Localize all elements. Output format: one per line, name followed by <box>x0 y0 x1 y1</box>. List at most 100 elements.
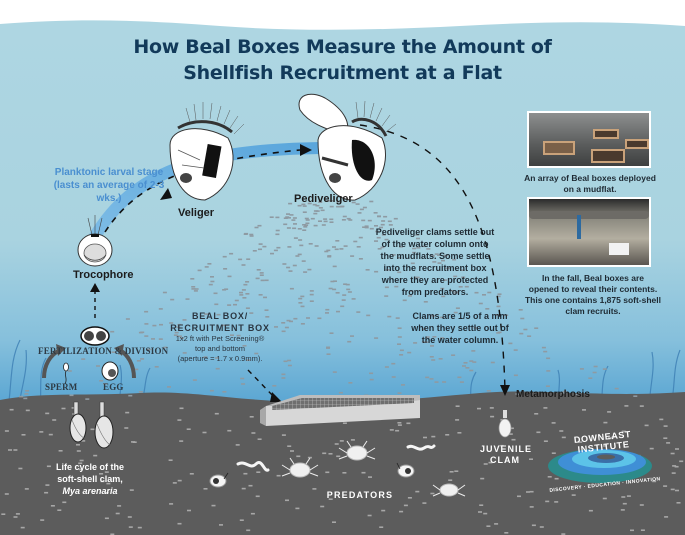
larva-speck <box>342 215 347 218</box>
mud-speck <box>551 422 556 424</box>
larva-speck <box>323 220 328 223</box>
larva-speck <box>313 224 318 227</box>
larva-speck <box>192 379 197 381</box>
mud-speck <box>76 450 81 452</box>
larva-speck <box>340 305 345 308</box>
larva-speck <box>341 299 346 301</box>
mud-speck <box>457 432 462 434</box>
mud-speck <box>368 476 372 478</box>
larva-speck <box>350 255 355 257</box>
mud-speck <box>235 444 240 446</box>
larva-speck <box>275 229 280 232</box>
larva-speck <box>298 239 303 241</box>
larva-speck <box>399 246 403 248</box>
mud-speck <box>76 444 80 446</box>
larva-speck <box>425 336 430 338</box>
beal-boxes-mudflat-photo <box>527 111 651 168</box>
mud-speck <box>39 431 44 433</box>
mud-speck <box>611 436 616 438</box>
larva-speck <box>167 386 171 388</box>
mud-speck <box>477 407 481 410</box>
larva-speck <box>249 235 254 237</box>
mud-speck <box>58 450 63 452</box>
larva-speck <box>173 334 178 336</box>
mud-speck <box>622 502 627 505</box>
mud-speck <box>607 411 612 413</box>
larva-speck <box>416 247 421 249</box>
box-arrow-head <box>270 392 282 402</box>
larva-speck <box>110 330 115 333</box>
larva-speck <box>458 286 463 288</box>
metamorphosis-label: Metamorphosis <box>516 389 590 400</box>
mud-speck <box>61 407 66 410</box>
larva-speck <box>588 377 593 379</box>
veliger-larva <box>169 102 245 201</box>
larva-speck <box>283 360 288 363</box>
mud-speck <box>543 440 548 442</box>
mud-speck <box>187 509 191 512</box>
larva-speck <box>245 281 250 283</box>
larva-speck <box>527 335 532 337</box>
larva-speck <box>204 313 209 315</box>
larva-speck <box>147 348 152 351</box>
mud-speck <box>554 477 559 480</box>
larva-speck <box>144 323 149 325</box>
mud-speck <box>342 422 347 424</box>
larva-speck <box>287 364 292 367</box>
larva-speck <box>289 214 294 216</box>
larva-speck <box>254 226 259 229</box>
mud-speck <box>21 434 26 436</box>
snails <box>209 462 415 488</box>
larva-speck <box>310 217 315 220</box>
larva-speck <box>329 218 334 221</box>
mud-speck <box>287 445 292 447</box>
larva-speck <box>293 223 297 225</box>
mud-speck <box>1 513 6 515</box>
larva-speck <box>380 223 385 226</box>
mud-speck <box>312 488 317 490</box>
larva-speck <box>472 361 477 363</box>
larva-speck <box>485 308 490 310</box>
larva-speck <box>144 335 149 337</box>
larva-speck <box>497 293 502 295</box>
mud-speck <box>675 448 679 450</box>
mud-speck <box>630 529 634 532</box>
mud-speck <box>663 437 668 439</box>
title-line-2: Shellfish Recruitment at a Flat <box>183 62 502 84</box>
beal-box-subtitle: RECRUITMENT BOX <box>170 323 270 333</box>
larva-speck <box>546 370 551 372</box>
larva-speck <box>222 324 226 327</box>
larva-speck <box>364 226 369 229</box>
larva-speck <box>249 312 254 314</box>
larva-speck <box>416 237 420 240</box>
band-arrow-head-2 <box>300 144 312 156</box>
larva-speck <box>298 297 303 300</box>
larva-speck <box>245 307 250 309</box>
larva-speck <box>275 216 280 219</box>
larva-speck <box>99 380 104 382</box>
larva-speck <box>335 292 340 294</box>
larva-speck <box>473 327 478 329</box>
larva-speck <box>490 361 495 364</box>
dividing-cell <box>80 326 110 346</box>
mud-speck <box>494 523 499 525</box>
mud-speck <box>448 479 453 481</box>
life-cycle-caption: Life cycle of the soft-shell clam, Mya a… <box>40 461 140 497</box>
larva-speck <box>335 240 340 242</box>
mud-speck <box>332 521 336 523</box>
larva-speck <box>397 343 401 345</box>
mud-speck <box>664 516 669 518</box>
larva-speck <box>462 365 466 367</box>
mud-speck <box>539 526 544 528</box>
larva-speck <box>434 253 439 255</box>
larva-speck <box>431 359 436 361</box>
mud-speck <box>406 422 411 425</box>
larva-speck <box>125 318 130 320</box>
clam-size-note: Clams are 1/5 of a mm when they settle o… <box>400 310 520 346</box>
larva-speck <box>496 305 501 308</box>
larva-speck <box>358 258 363 260</box>
size-note-line: when they settle out of <box>411 323 509 333</box>
caption-line: In the fall, Beal boxes are <box>541 273 645 283</box>
larva-speck <box>176 326 181 329</box>
larva-speck <box>519 332 524 335</box>
